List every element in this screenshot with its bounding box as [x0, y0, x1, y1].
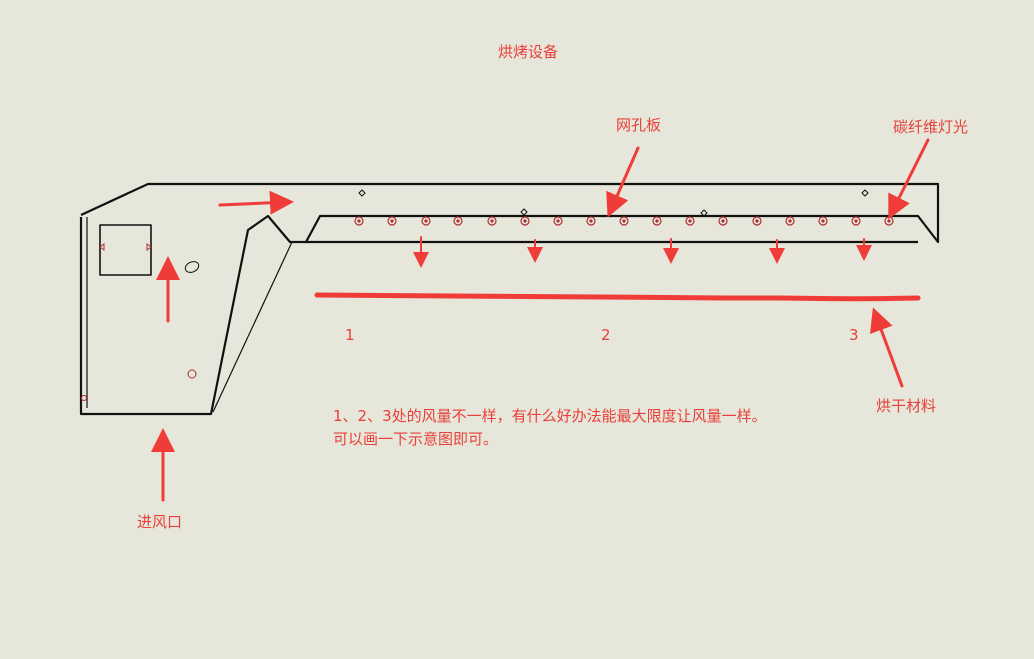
light-hole-center — [490, 219, 494, 223]
light-hole — [553, 216, 563, 226]
light-hole-center — [721, 219, 725, 223]
light-hole — [586, 216, 596, 226]
top-marker-right — [861, 189, 869, 197]
diagram-title: 烘烤设备 — [498, 43, 559, 61]
light-hole-center — [523, 219, 527, 223]
window-notch-left — [99, 243, 105, 251]
light-hole-center — [755, 219, 759, 223]
light-hole — [453, 216, 463, 226]
drying-material-label: 烘干材料 — [876, 397, 937, 415]
air-inlet-label: 进风口 — [137, 513, 183, 531]
light-hole — [520, 216, 530, 226]
top-marker-left — [358, 189, 366, 197]
material-arrow — [869, 307, 904, 388]
light-hole — [785, 216, 795, 226]
side-bolt-hole — [187, 369, 197, 379]
light-hole — [354, 216, 364, 226]
light-hole-center — [456, 219, 460, 223]
window-notch-right — [146, 243, 152, 251]
light-hole-center — [357, 219, 361, 223]
inspection-window — [99, 224, 152, 276]
inner-slope-line — [212, 241, 293, 413]
mesh-plate-arrow — [606, 146, 640, 218]
light-arrow — [888, 138, 930, 220]
light-hole — [685, 216, 695, 226]
equipment-outline — [79, 182, 940, 416]
mesh-plate-label: 网孔板 — [616, 116, 662, 134]
light-hole — [487, 216, 497, 226]
carbon-fiber-light-label: 碳纤维灯光 — [893, 118, 969, 136]
light-hole-center — [655, 219, 659, 223]
mesh-marker-b — [700, 209, 708, 217]
light-hole — [718, 216, 728, 226]
annotation-arrows — [151, 138, 930, 502]
light-hole-center — [589, 219, 593, 223]
question-note-line-1: 1、2、3处的风量不一样，有什么好办法能最大限度让风量一样。 — [333, 407, 767, 425]
position-label-3: 3 — [849, 326, 859, 344]
question-note-line-2: 可以画一下示意图即可。 — [333, 430, 499, 448]
position-label-1: 1 — [345, 326, 355, 344]
drying-material-line — [314, 292, 921, 302]
light-hole — [851, 216, 861, 226]
light-hole-center — [887, 219, 891, 223]
light-hole-center — [854, 219, 858, 223]
light-hole — [652, 216, 662, 226]
small-details — [81, 189, 869, 401]
light-hole — [752, 216, 762, 226]
light-hole-center — [788, 219, 792, 223]
mesh-marker-a — [520, 208, 528, 216]
side-oval-hole — [184, 261, 200, 273]
bottom-bolt-hole — [81, 395, 87, 401]
question-note: 1、2、3处的风量不一样，有什么好办法能最大限度让风量一样。 可以画一下示意图即… — [333, 405, 767, 451]
light-hole-center — [688, 219, 692, 223]
light-hole-center — [556, 219, 560, 223]
light-hole-center — [424, 219, 428, 223]
position-label-2: 2 — [601, 326, 611, 344]
light-hole — [818, 216, 828, 226]
carbon-fiber-light-holes — [354, 216, 894, 226]
light-hole-center — [390, 219, 394, 223]
light-hole — [421, 216, 431, 226]
airflow-arrow-top — [218, 190, 294, 215]
light-hole — [387, 216, 397, 226]
light-hole-center — [622, 219, 626, 223]
light-hole-center — [821, 219, 825, 223]
